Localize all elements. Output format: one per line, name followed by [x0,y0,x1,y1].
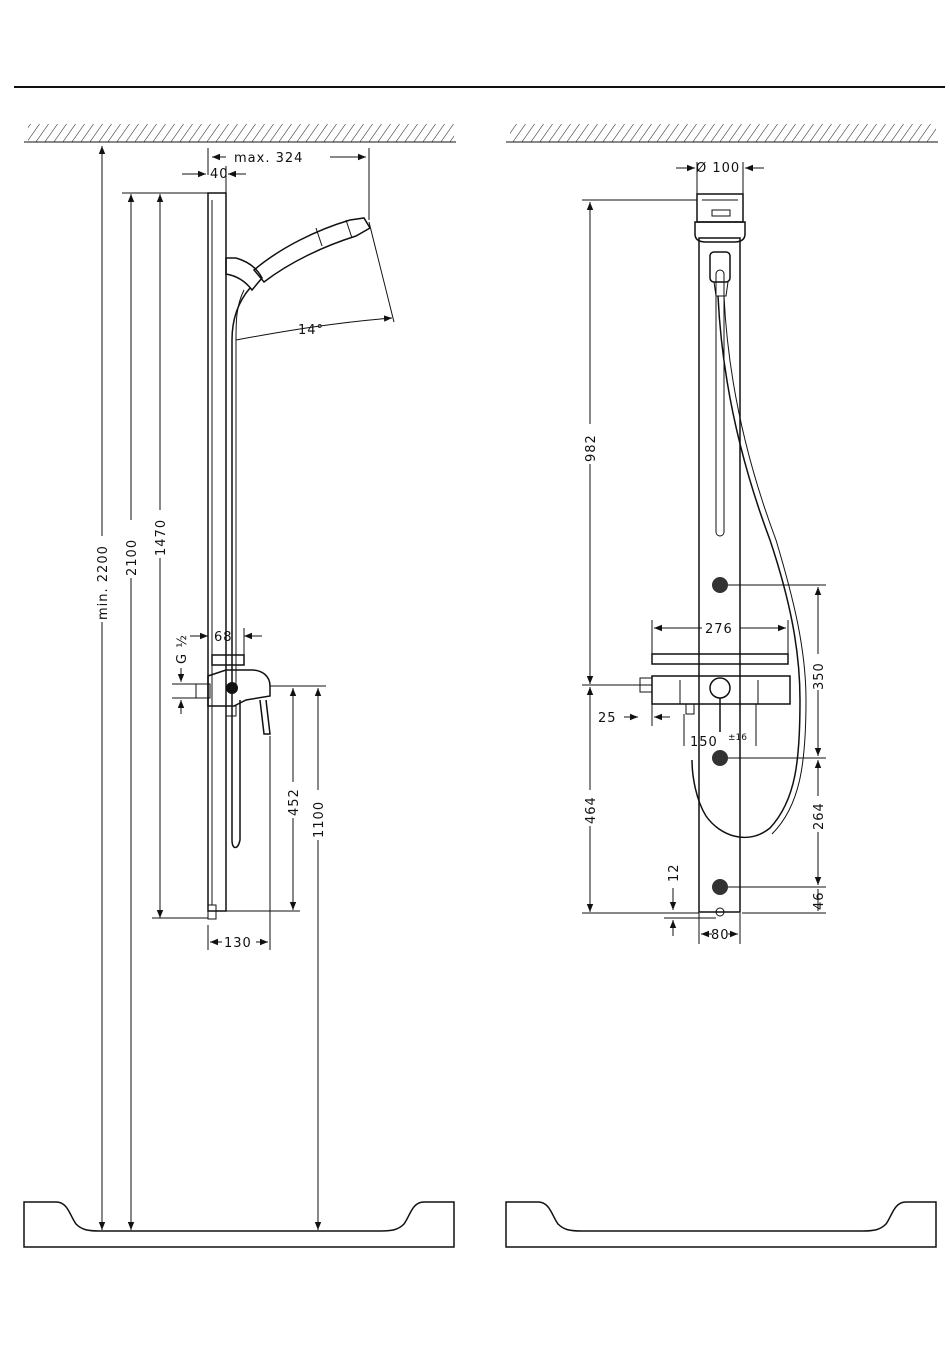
dim-diameter-100: Ø 100 [696,161,740,176]
dim-angle-14: 14° [298,323,324,338]
shower-head-front [697,194,743,222]
dim-min-2200: min. 2200 [96,545,111,620]
wall-fixing-top [712,577,728,593]
dim-452: 452 [287,788,302,816]
hand-shower-side [254,218,370,282]
dim-max-324: max. 324 [234,151,303,166]
dim-264: 264 [812,802,827,830]
dim-130: 130 [224,936,252,951]
dim-1100: 1100 [312,801,327,838]
wall-bar-front [699,238,740,912]
dim-g-half: G ½ [175,634,190,664]
shower-tray-right [506,1202,936,1247]
side-view: max. 324 40 14° min. 2200 2100 1470 G ½ [24,124,456,1247]
dim-40: 40 [210,167,229,182]
ceiling-hatch-left [28,124,454,142]
shelf-front [652,654,788,664]
dim-464: 464 [584,796,599,824]
dim-150: 150 [690,735,718,750]
dim-12: 12 [667,863,682,882]
dim-68: 68 [214,630,233,645]
wall-bar-side [208,193,226,911]
wall-fixing-bottom [712,879,728,895]
ceiling-hatch-right [510,124,936,142]
hose-side [232,288,250,848]
dim-tolerance-16: ±16 [728,733,747,743]
wall-fixing-middle [712,750,728,766]
dim-80: 80 [711,928,730,943]
front-view: Ø 100 982 276 350 464 25 150 ±16 [506,124,938,1247]
dim-276: 276 [705,622,733,637]
dim-982: 982 [584,434,599,462]
shower-tray-left [24,1202,454,1247]
mixer-front [652,676,790,704]
dim-2100: 2100 [125,539,140,576]
dim-1470: 1470 [154,519,169,556]
dim-350: 350 [812,662,827,690]
dim-25: 25 [598,711,617,726]
dim-46: 46 [812,891,827,910]
